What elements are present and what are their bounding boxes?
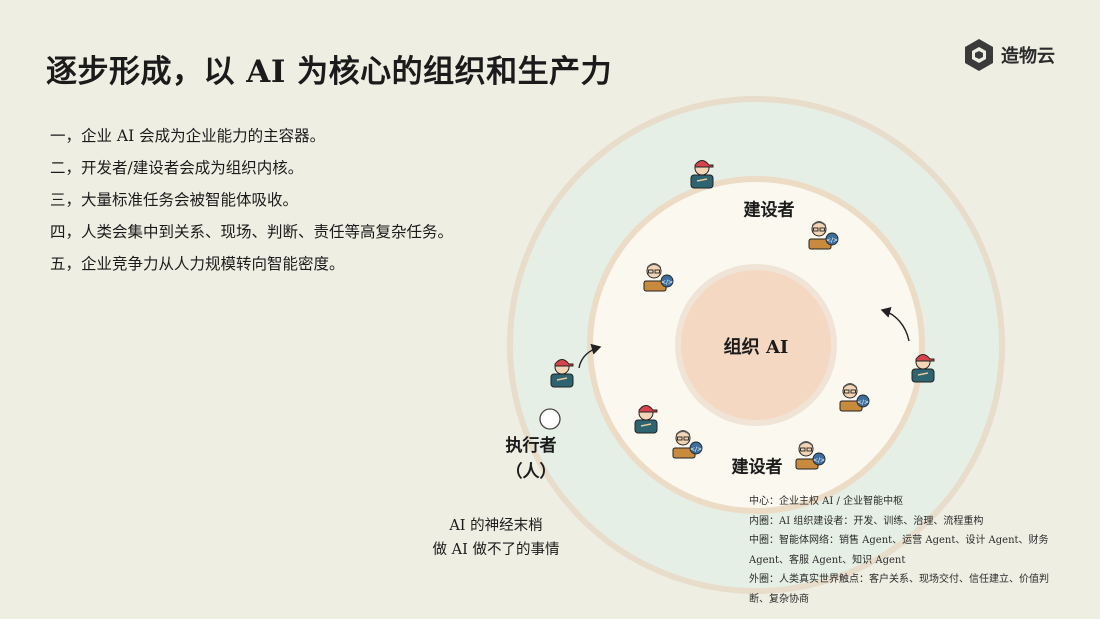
svg-text:</>: </> [826, 237, 838, 244]
svg-text:</>: </> [690, 446, 702, 453]
caption-line: 做 AI 做不了的事情 [432, 542, 560, 558]
key-point: 四，人类会集中到关系、现场、判断、责任等高复杂任务。 [50, 223, 454, 241]
legend-item: 中心：企业主权 AI / 企业智能中枢 [749, 496, 904, 507]
executor-caption: AI 的神经末梢 做 AI 做不了的事情 [433, 514, 560, 562]
legend-item: 外圈：人类真实世界触点：客户关系、现场交付、信任建立、价值判断、复杂协商 [749, 574, 1049, 605]
key-points-list: 一，企业 AI 会成为企业能力的主容器。 二，开发者/建设者会成为组织内核。 三… [50, 124, 453, 284]
executor-label: 执行者 （人） [496, 433, 566, 485]
builder-label-top: 建设者 [743, 200, 795, 221]
key-point: 一，企业 AI 会成为企业能力的主容器。 [50, 127, 326, 145]
key-point: 二，开发者/建设者会成为组织内核。 [50, 159, 304, 177]
brand-logo: 造物云 [964, 38, 1055, 72]
executor-label-title: 执行者 [505, 436, 557, 456]
curved-arrow-icon [578, 343, 602, 369]
svg-text:</>: </> [857, 399, 869, 406]
curved-arrow-icon [880, 306, 910, 342]
developer-avatar-icon: </> [839, 383, 870, 412]
brand-name: 造物云 [1001, 46, 1055, 67]
key-point: 五，企业竞争力从人力规模转向智能密度。 [50, 255, 345, 273]
legend-item: 中圈：智能体网络：销售 Agent、运营 Agent、设计 Agent、财务 A… [749, 535, 1049, 566]
developer-avatar-icon: </> [643, 263, 674, 292]
hexagon-logo-icon [965, 39, 993, 71]
svg-text:</>: </> [661, 279, 673, 286]
ring-legend: 中心：企业主权 AI / 企业智能中枢 内圈：AI 组织建设者：开发、训练、治理… [749, 492, 1067, 609]
executor-avatar-icon [634, 405, 658, 434]
developer-avatar-icon: </> [795, 441, 826, 470]
page-title: 逐步形成，以 AI 为核心的组织和生产力 [46, 54, 613, 90]
executor-avatar-icon [690, 160, 714, 189]
caption-line: AI 的神经末梢 [449, 518, 543, 534]
legend-item: 内圈：AI 组织建设者：开发、训练、治理、流程重构 [749, 515, 984, 527]
developer-avatar-icon: </> [672, 430, 703, 459]
executor-avatar-icon [550, 359, 574, 388]
key-point: 三，大量标准任务会被智能体吸收。 [50, 191, 299, 209]
builder-label-bottom: 建设者 [731, 457, 783, 478]
executor-avatar-icon [911, 354, 935, 383]
executor-label-sub: （人） [505, 462, 557, 482]
core-label: 组织 AI [723, 337, 789, 358]
developer-avatar-icon: </> [808, 221, 839, 250]
core-circle [675, 264, 837, 426]
svg-text:</>: </> [813, 457, 825, 464]
empty-circle-icon [539, 408, 561, 430]
